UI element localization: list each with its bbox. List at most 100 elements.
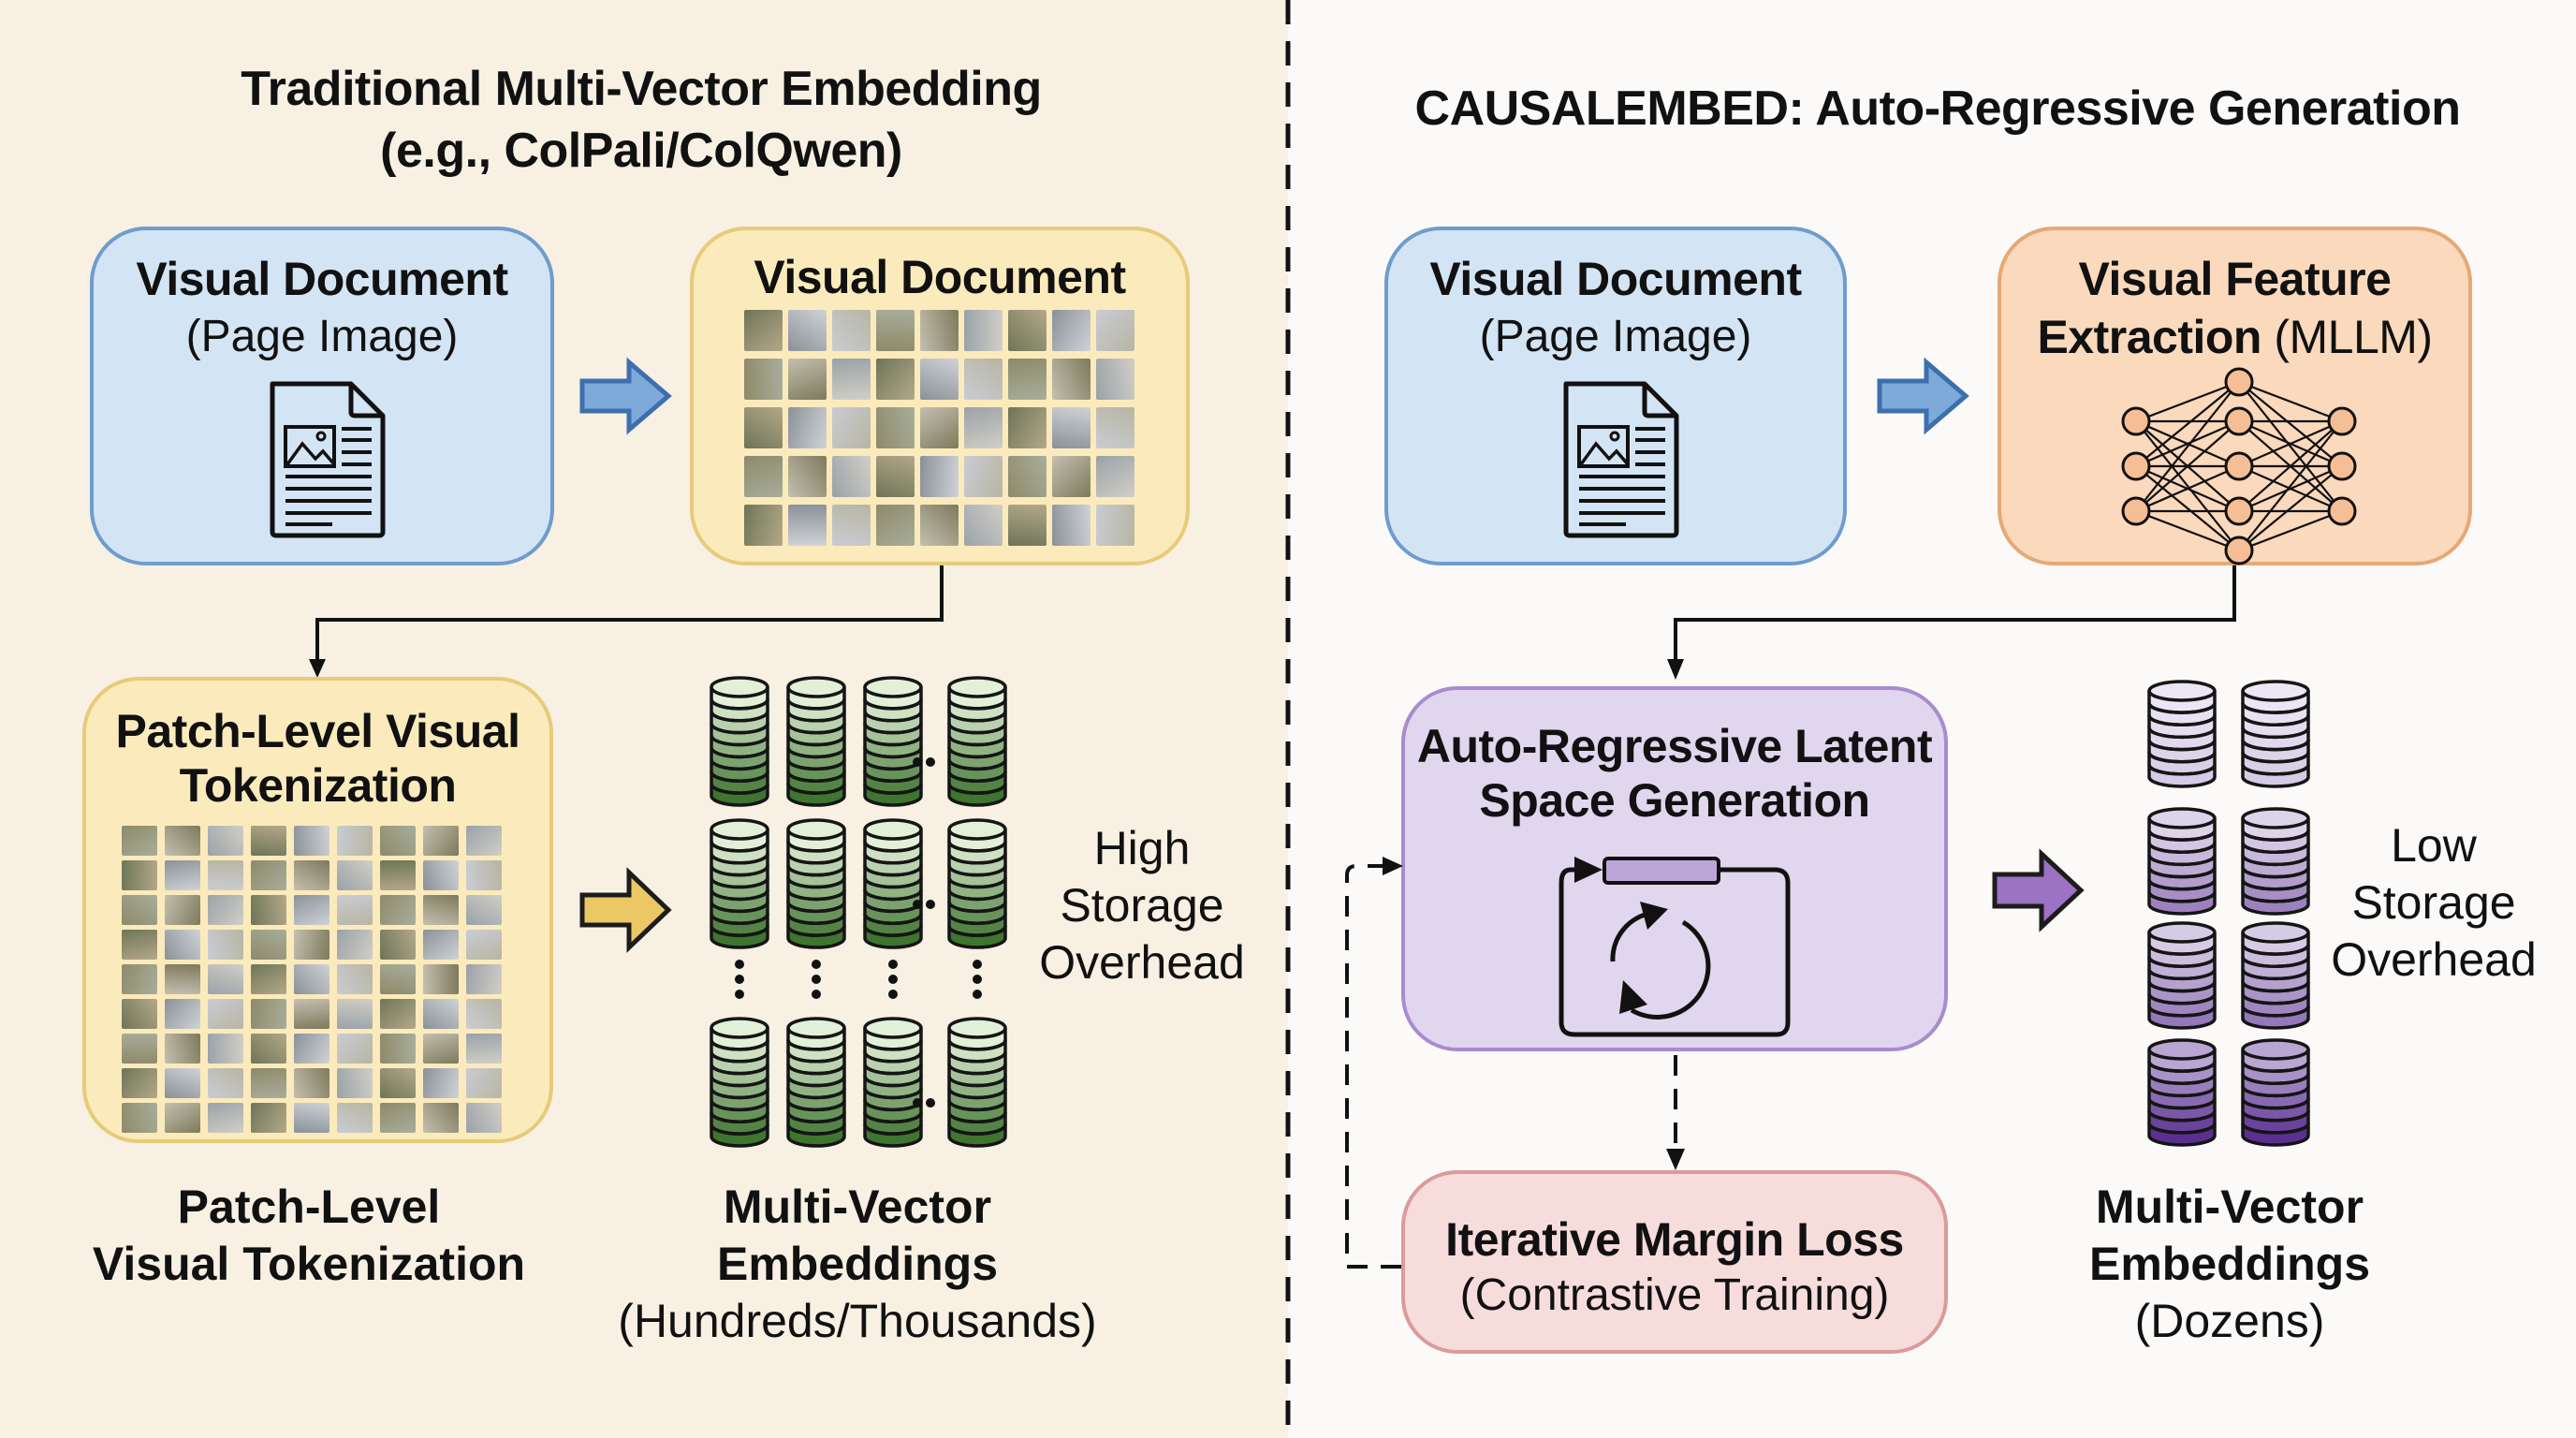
embedding-cylinder: [2241, 680, 2310, 788]
caption-line: (Dozens): [2134, 1295, 2325, 1347]
image-patch: [337, 964, 373, 994]
visual-document-patches-box: Visual Document: [690, 227, 1190, 565]
neuron-node: [2327, 451, 2357, 481]
embedding-cylinder: [710, 1017, 769, 1148]
image-patch: [122, 860, 157, 890]
image-patch: [832, 505, 871, 546]
image-patch: [920, 359, 959, 400]
overhead-word: Overhead: [2331, 933, 2537, 986]
overhead-word: Low: [2391, 819, 2477, 872]
neuron-node: [2121, 406, 2151, 436]
image-patch: [466, 999, 502, 1029]
ellipsis-dot: [812, 975, 821, 984]
embedding-cylinder: [2147, 680, 2217, 788]
image-patch: [380, 999, 416, 1029]
image-patch: [337, 1034, 373, 1064]
neuron-node: [2224, 367, 2254, 397]
image-patch: [1096, 407, 1134, 448]
image-patch: [165, 826, 200, 856]
image-patch: [744, 310, 783, 351]
image-patch: [165, 964, 200, 994]
image-patch: [788, 456, 827, 497]
title-bold-part: Extraction: [2037, 311, 2261, 363]
connector-arrow-down: [309, 565, 944, 678]
image-patch: [294, 895, 329, 925]
ellipsis-dot: [888, 990, 898, 999]
patch-level-tokenization-box: Patch-Level Visual Tokenization: [82, 677, 553, 1143]
image-patch: [876, 456, 915, 497]
image-patch: [380, 1034, 416, 1064]
image-patch: [165, 930, 200, 960]
image-patch: [1096, 359, 1134, 400]
yellow-arrow-right-icon: [579, 867, 672, 953]
neuron-node: [2121, 496, 2151, 526]
image-patch: [1096, 310, 1134, 351]
overhead-word: Storage: [2351, 876, 2516, 929]
image-patch: [122, 895, 157, 925]
image-patch: [832, 359, 871, 400]
image-patch: [337, 1103, 373, 1133]
image-patch: [423, 1068, 459, 1098]
ellipsis-dot: [913, 1098, 922, 1108]
image-patch: [122, 1034, 157, 1064]
neuron-node: [2224, 451, 2254, 481]
ellipsis-dot: [973, 990, 982, 999]
ellipsis-dot: [973, 975, 982, 984]
image-patch: [423, 826, 459, 856]
image-patch: [423, 999, 459, 1029]
token-patch-grid: [122, 826, 502, 1133]
embedding-cylinder: [2241, 921, 2310, 1030]
ellipsis-dot: [913, 900, 922, 909]
box-title-line1: Visual Feature: [2078, 253, 2392, 305]
image-patch: [423, 1034, 459, 1064]
image-patch-grid: [744, 310, 1134, 546]
image-patch: [251, 1103, 286, 1133]
image-patch: [380, 1068, 416, 1098]
caption-patch-tokenization: Patch-Level Visual Tokenization: [56, 1179, 562, 1293]
multi-vector-embeddings-green: [710, 676, 1007, 1148]
image-patch: [964, 456, 1003, 497]
image-patch: [1008, 505, 1046, 546]
image-patch: [165, 860, 200, 890]
image-patch: [251, 964, 286, 994]
left-title-line2: (e.g., ColPali/ColQwen): [380, 124, 902, 178]
box-title-line1: Patch-Level Visual: [115, 705, 520, 757]
embedding-cylinder: [947, 818, 1007, 949]
image-patch: [788, 505, 827, 546]
image-patch: [788, 407, 827, 448]
visual-feature-extraction-box: Visual Feature Extraction (MLLM): [1998, 227, 2472, 565]
image-patch: [920, 456, 959, 497]
box-title-line2: Extraction (MLLM): [2001, 309, 2468, 365]
blue-arrow-right-icon: [579, 357, 672, 435]
ellipsis-dot: [812, 990, 821, 999]
image-patch: [964, 407, 1003, 448]
image-patch: [208, 826, 243, 856]
box-subtitle: (Contrastive Training): [1459, 1270, 1890, 1320]
caption-line: Patch-Level: [177, 1181, 441, 1233]
neuron-node: [2121, 451, 2151, 481]
image-patch: [208, 1068, 243, 1098]
image-patch: [466, 860, 502, 890]
image-patch: [122, 1068, 157, 1098]
image-patch: [423, 964, 459, 994]
image-patch: [122, 930, 157, 960]
image-patch: [208, 964, 243, 994]
caption-multi-vector-left: Multi-Vector Embeddings (Hundreds/Thousa…: [577, 1179, 1138, 1350]
ellipsis-dot: [926, 757, 935, 767]
title-regular-part: (MLLM): [2261, 311, 2433, 363]
image-patch: [208, 999, 243, 1029]
image-patch: [466, 964, 502, 994]
image-patch: [294, 826, 329, 856]
ellipsis-dot: [735, 960, 744, 969]
neuron-node: [2224, 536, 2254, 565]
embedding-cylinder: [947, 1017, 1007, 1148]
image-patch: [1052, 456, 1090, 497]
image-patch: [251, 826, 286, 856]
embedding-cylinder: [863, 818, 923, 949]
image-patch: [920, 407, 959, 448]
image-patch: [294, 1103, 329, 1133]
image-patch: [380, 895, 416, 925]
image-patch: [337, 999, 373, 1029]
left-title: Traditional Multi-Vector Embedding (e.g.…: [173, 58, 1109, 182]
caption-line: Embeddings: [716, 1238, 999, 1290]
